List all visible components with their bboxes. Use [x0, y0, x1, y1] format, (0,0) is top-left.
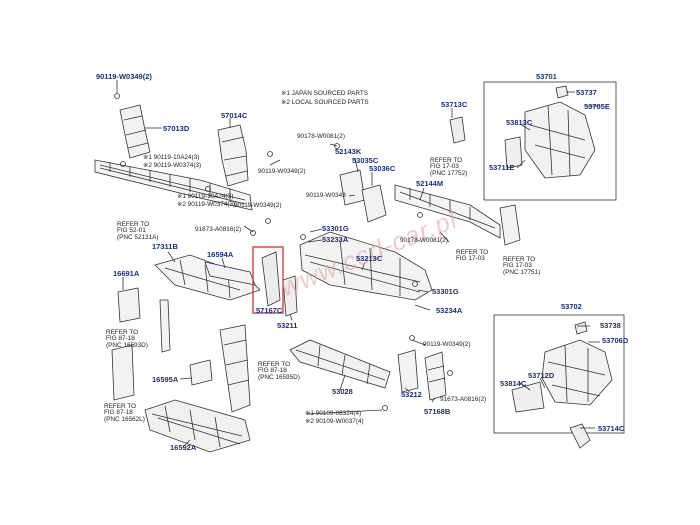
part-label[interactable]: 90178-W0081(2)	[400, 237, 448, 244]
frame-53701	[483, 81, 617, 201]
radiator-support-upper	[299, 231, 433, 301]
part-label[interactable]: 16594A	[207, 250, 234, 259]
part-label[interactable]: 17311B	[152, 242, 178, 251]
part-label[interactable]: 16592A	[170, 443, 197, 452]
part-label[interactable]: 53301G	[322, 224, 349, 233]
part-label[interactable]: 91673-A0816(2)	[195, 226, 242, 233]
part-label[interactable]: ※1 90109-08324(4)	[305, 410, 362, 417]
part-label[interactable]: 53301G	[432, 287, 459, 296]
part-label[interactable]: 57168B	[424, 407, 451, 416]
part-label[interactable]: 53738	[600, 321, 621, 330]
part-label[interactable]: 57014C	[221, 111, 248, 120]
part-label[interactable]: ※2 90119-W0374(3)	[143, 162, 202, 169]
part-label[interactable]: 53028	[332, 387, 353, 396]
part-label[interactable]: 53737	[576, 88, 597, 97]
legend-local: ※2 LOCAL SOURCED PARTS	[281, 99, 369, 106]
highlight-box-57167c	[252, 246, 284, 314]
part-label[interactable]: 53714C	[598, 424, 625, 433]
legend-japan: ※1 JAPAN SOURCED PARTS	[281, 90, 369, 97]
part-label[interactable]: 53813C	[506, 118, 533, 127]
frame-53702	[493, 314, 625, 434]
part-label[interactable]: 53706D	[602, 336, 629, 345]
part-label[interactable]: 57167C	[256, 306, 283, 315]
bracket-57013d	[119, 104, 151, 159]
part-label[interactable]: 53212	[401, 390, 422, 399]
part-label[interactable]: 53712D	[528, 371, 555, 380]
part-label[interactable]: 53233A	[322, 235, 349, 244]
part-label[interactable]: 53211	[277, 321, 298, 330]
part-label[interactable]: ※1 90119-10A24(3)	[177, 193, 234, 200]
rear-reinforcement	[394, 184, 501, 239]
part-label[interactable]: 53711E	[489, 163, 515, 172]
part-label[interactable]: ※2 90119-W0374(3)	[177, 201, 236, 208]
part-label[interactable]: 16691A	[113, 269, 140, 278]
part-label[interactable]: 53234A	[436, 306, 463, 315]
part-label[interactable]: 53701	[536, 72, 557, 81]
part-label[interactable]: 53035C	[352, 156, 379, 165]
part-label[interactable]: 52144M	[416, 179, 444, 188]
part-label[interactable]: ※1 90119-10A24(3)	[143, 154, 200, 161]
part-label[interactable]: 57013D	[163, 124, 190, 133]
part-label[interactable]: 53814C	[500, 379, 527, 388]
bumper-bar	[94, 159, 253, 211]
bracket-57167c	[261, 251, 281, 307]
part-label[interactable]: 90119-W0349(2)	[234, 202, 282, 209]
part-label[interactable]: 90119-W0349(2)	[96, 72, 152, 81]
part-label[interactable]: 53213C	[356, 254, 383, 263]
part-label[interactable]: 90119-W0349(2)	[423, 341, 471, 348]
lower-support	[289, 339, 391, 389]
part-label[interactable]: 16595A	[152, 375, 179, 384]
part-label[interactable]: 90178-W0081(2)	[297, 133, 345, 140]
part-label[interactable]: 53705E	[584, 102, 610, 111]
part-label[interactable]: 91673-A0816(2)	[440, 396, 487, 403]
part-label[interactable]: 90119-W0349(2)	[258, 168, 306, 175]
part-label[interactable]: 90119-W0349	[306, 192, 346, 199]
part-label[interactable]: 53036C	[369, 164, 396, 173]
part-label[interactable]: ※2 90109-W0037(4)	[305, 418, 364, 425]
part-label[interactable]: 53702	[561, 302, 582, 311]
part-label[interactable]: 53713C	[441, 100, 468, 109]
bracket-57014c	[217, 124, 249, 187]
part-label[interactable]: 52143K	[335, 147, 362, 156]
